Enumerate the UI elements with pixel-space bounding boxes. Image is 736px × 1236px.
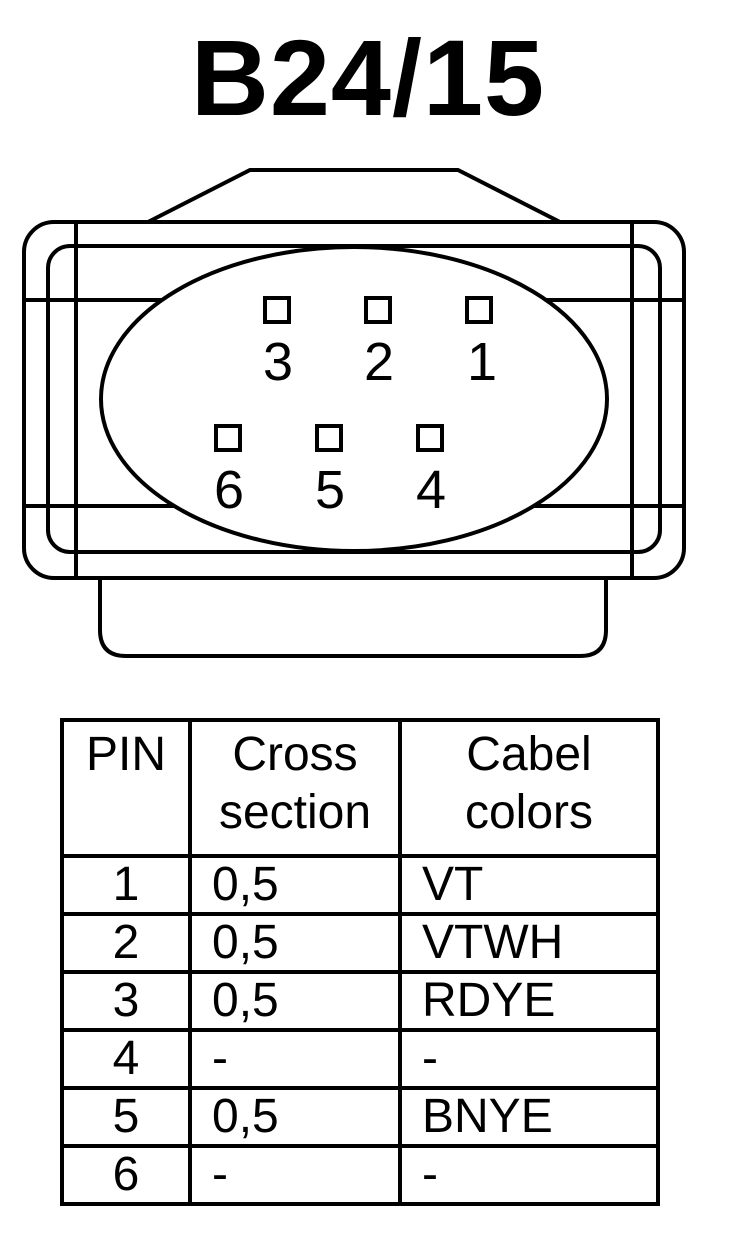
- pin-6-contact: [214, 424, 242, 452]
- pin-2-contact: [364, 296, 392, 324]
- connector-outer-housing: [22, 220, 686, 580]
- row-cross-section: -: [188, 1028, 402, 1090]
- pin-5-contact: [315, 424, 343, 452]
- header-cable-colors: Cabel colors: [398, 718, 660, 858]
- table-row: 4 - -: [60, 1028, 660, 1090]
- row-cross-section: 0,5: [188, 854, 402, 916]
- row-pin: 3: [60, 970, 192, 1032]
- row-cable-color: -: [398, 1144, 660, 1206]
- row-cable-color: BNYE: [398, 1086, 660, 1148]
- table-row: 1 0,5 VT: [60, 854, 660, 916]
- pin-2-label: 2: [364, 332, 394, 392]
- row-cable-color: RDYE: [398, 970, 660, 1032]
- row-pin: 5: [60, 1086, 192, 1148]
- pin-3-label: 3: [263, 332, 293, 392]
- pin-4-contact: [416, 424, 444, 452]
- connector-key-top: [147, 168, 561, 224]
- connector-title: B24/15: [190, 17, 546, 138]
- pin-5-label: 5: [315, 460, 345, 520]
- pin-6-label: 6: [214, 460, 244, 520]
- row-cable-color: -: [398, 1028, 660, 1090]
- row-cable-color: VTWH: [398, 912, 660, 974]
- table-row: 5 0,5 BNYE: [60, 1086, 660, 1148]
- row-cable-color: VT: [398, 854, 660, 916]
- row-pin: 2: [60, 912, 192, 974]
- table-row: 2 0,5 VTWH: [60, 912, 660, 974]
- table-row: 6 - -: [60, 1144, 660, 1206]
- row-pin: 6: [60, 1144, 192, 1206]
- row-cross-section: 0,5: [188, 970, 402, 1032]
- table-row: 3 0,5 RDYE: [60, 970, 660, 1032]
- table-header-row: PIN Cross section Cabel colors: [60, 718, 660, 858]
- row-cross-section: -: [188, 1144, 402, 1206]
- header-cross-section: Cross section: [188, 718, 402, 858]
- pin-1-label: 1: [467, 332, 497, 392]
- pin-4-label: 4: [416, 460, 446, 520]
- pin-assignment-table: PIN Cross section Cabel colors 1 0,5 VT …: [60, 718, 660, 1206]
- header-pin: PIN: [60, 718, 192, 858]
- connector-face-oval: [99, 245, 609, 553]
- pin-1-contact: [465, 296, 493, 324]
- row-cross-section: 0,5: [188, 912, 402, 974]
- row-pin: 4: [60, 1028, 192, 1090]
- row-cross-section: 0,5: [188, 1086, 402, 1148]
- connector-bottom-tab: [98, 578, 608, 658]
- connector-diagram: 3 2 1 6 5 4: [22, 168, 686, 658]
- row-pin: 1: [60, 854, 192, 916]
- pin-3-contact: [263, 296, 291, 324]
